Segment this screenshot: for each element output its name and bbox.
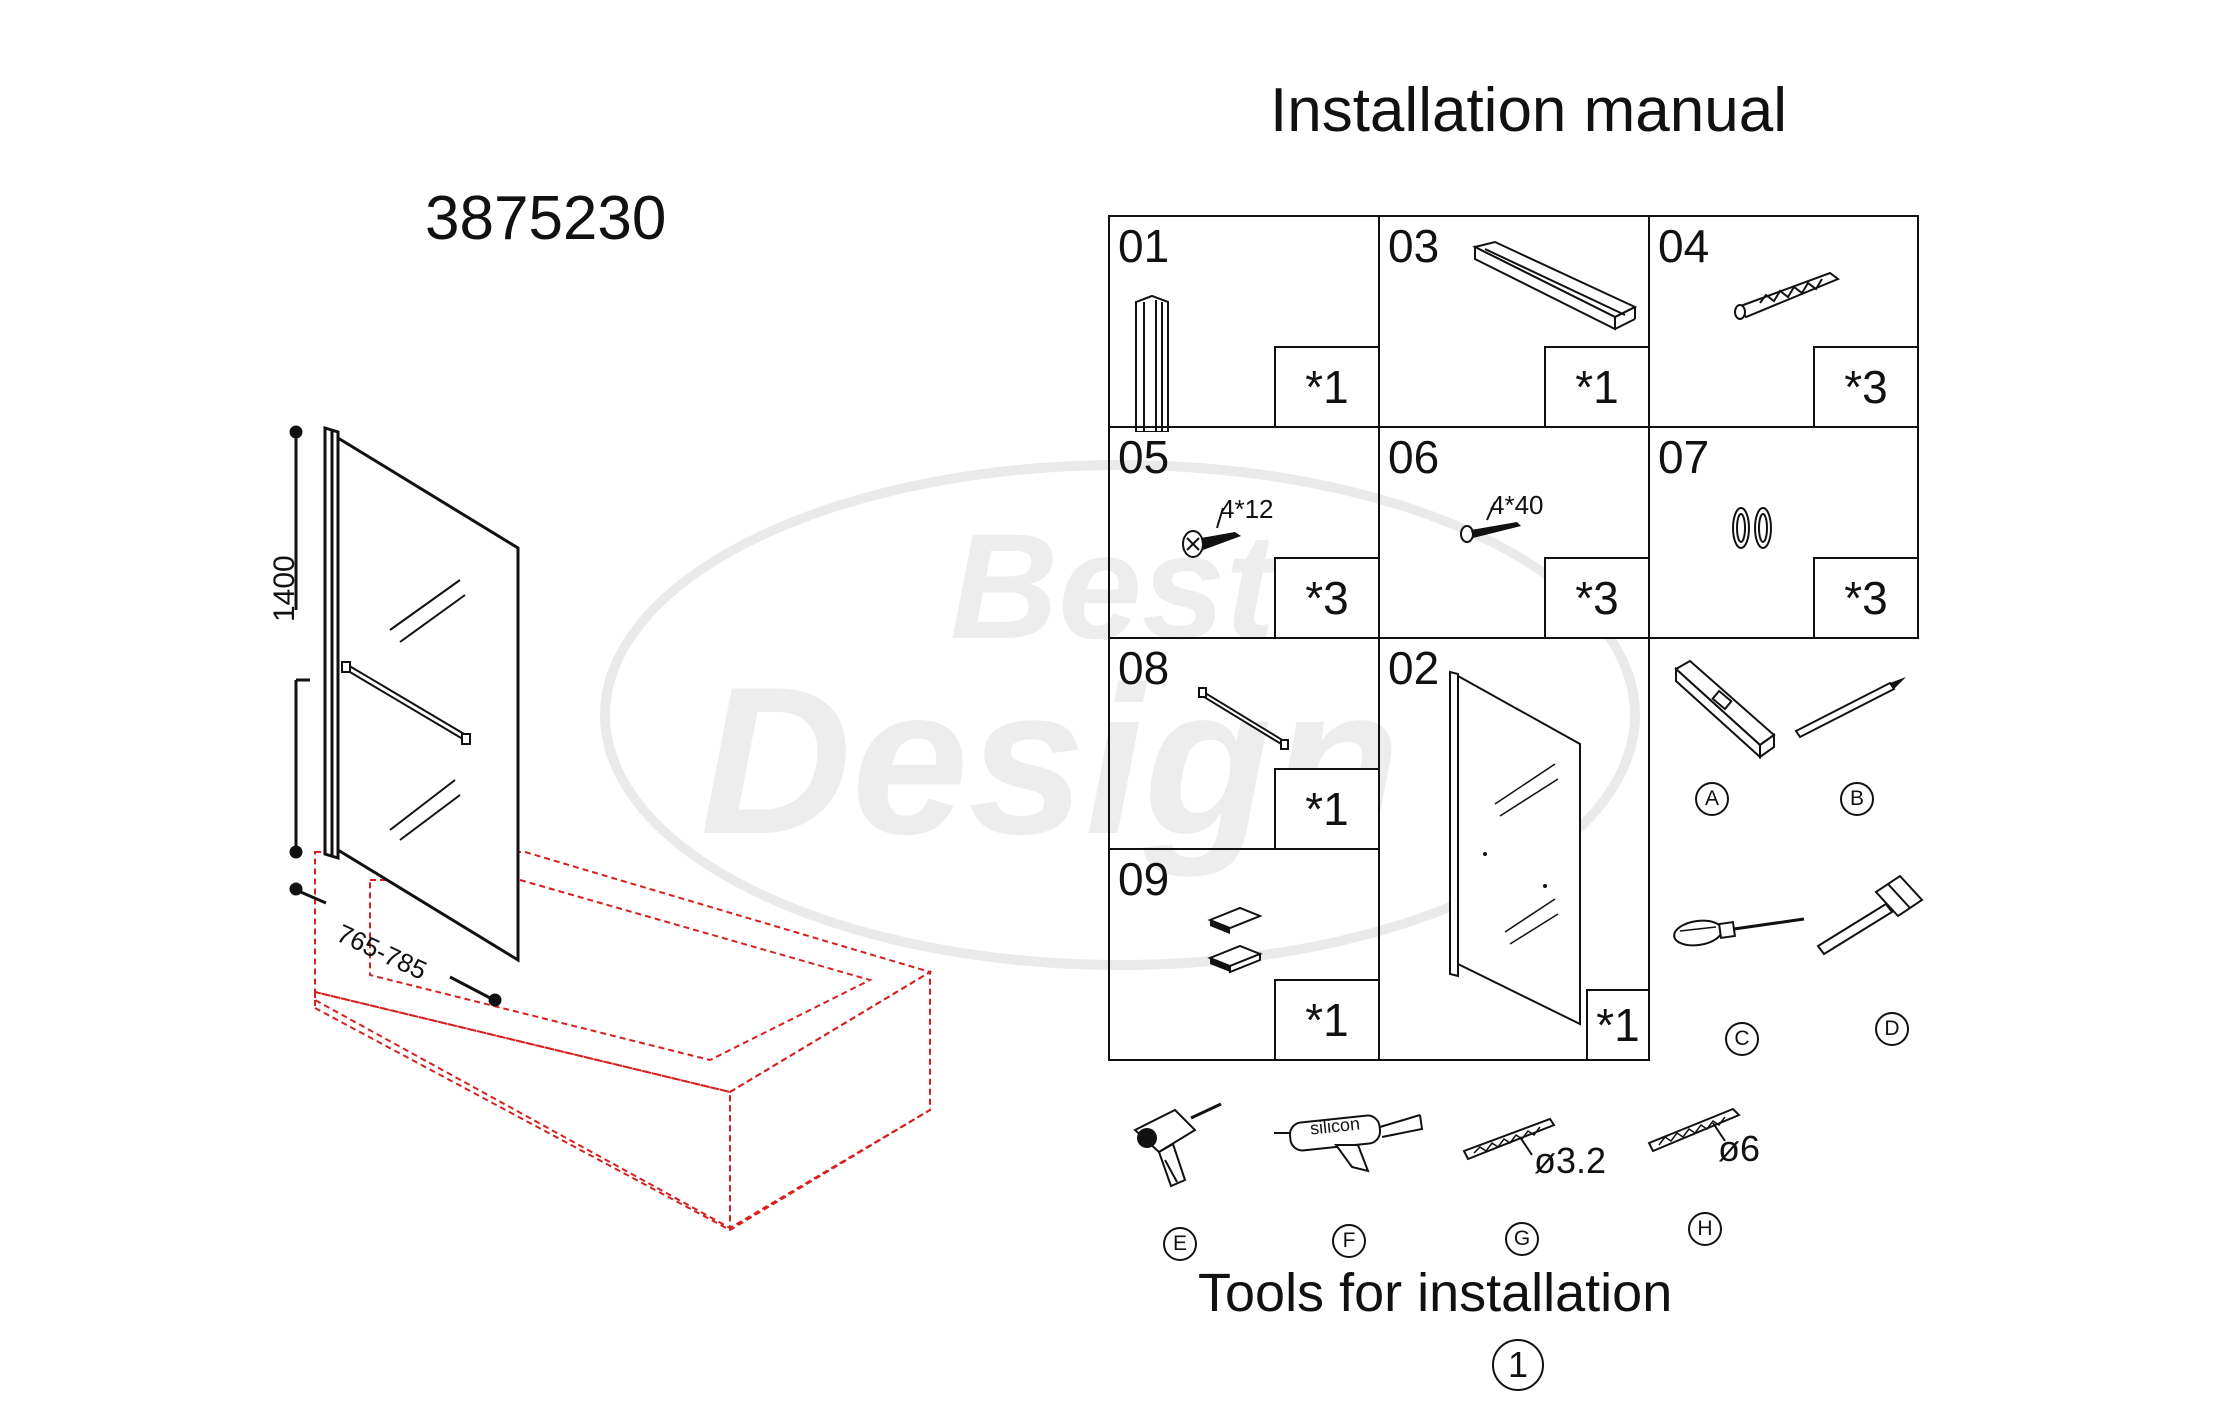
part-quantity: *3 [1813, 346, 1919, 428]
end-caps-icon [1207, 906, 1263, 974]
part-cell-02: 02 *1 [1378, 637, 1650, 1061]
part-cell-03: 03 *1 [1378, 215, 1650, 428]
parts-grid: 01 *1 03 *1 04 *3 05 [1108, 215, 1919, 1065]
drill-bit-size-label: ø3.2 [1534, 1140, 1607, 1181]
part-number: 04 [1658, 220, 1710, 272]
part-number: 07 [1658, 431, 1710, 483]
spirit-level-icon [1674, 659, 1776, 760]
screw-icon [1182, 507, 1241, 558]
drill-bit-large-icon [1647, 1107, 1741, 1153]
hammer-icon [1816, 874, 1924, 956]
drill-bit-small-icon [1462, 1117, 1556, 1161]
part-number: 03 [1388, 220, 1440, 272]
part-quantity: *3 [1274, 557, 1380, 639]
width-dimension [289, 882, 502, 1007]
wall-profile [323, 425, 340, 861]
tool-letter-e: E [1163, 1227, 1197, 1261]
glass-panel-icon [1449, 670, 1581, 1026]
part-cell-06: 06 4*40 *3 [1378, 426, 1650, 639]
tool-letter-c: C [1725, 1022, 1759, 1056]
screw-size-label: 4*40 [1490, 490, 1544, 520]
part-quantity: *1 [1544, 346, 1650, 428]
part-cell-08: 08 *1 [1108, 637, 1380, 850]
tool-letter-d: D [1875, 1012, 1909, 1046]
part-quantity: *3 [1813, 557, 1919, 639]
wall-plug-icon [1734, 271, 1841, 320]
part-quantity: *1 [1586, 989, 1650, 1061]
tool-letter-b: B [1840, 782, 1874, 816]
drill-bit-size-label: ø6 [1718, 1128, 1761, 1169]
wall-channel-icon [1472, 240, 1638, 331]
part-quantity: *1 [1274, 346, 1380, 428]
part-cell-05: 05 4*12 *3 [1108, 426, 1380, 639]
part-quantity: *1 [1274, 768, 1380, 850]
tool-letter-h: H [1688, 1212, 1722, 1246]
part-number: 06 [1388, 431, 1440, 483]
model-number: 3875230 [425, 184, 667, 253]
cap-ring-icon [1732, 507, 1772, 549]
height-dimension-label: 1400 [268, 555, 301, 622]
tool-letter-f: F [1332, 1224, 1366, 1258]
glass-panel [336, 435, 520, 963]
drill-icon [1133, 1102, 1222, 1188]
height-dimension [289, 425, 310, 859]
part-cell-09: 09 *1 [1108, 848, 1380, 1061]
bath-screen-illustration [289, 425, 933, 1232]
silicone-gun-icon [1274, 1114, 1424, 1173]
tools-section-title: Tools for installation [1198, 1263, 1673, 1323]
part-number: 02 [1388, 642, 1440, 694]
part-quantity: *1 [1274, 979, 1380, 1061]
tool-letter-a: A [1695, 782, 1729, 816]
part-cell-01: 01 *1 [1108, 215, 1380, 432]
screwdriver-icon [1673, 917, 1805, 947]
part-number: 08 [1118, 642, 1170, 694]
wall-profile-icon [1135, 294, 1169, 432]
screw-size-label: 4*12 [1220, 494, 1274, 524]
part-cell-04: 04 *3 [1648, 215, 1919, 428]
part-cell-07: 07 *3 [1648, 426, 1919, 639]
towel-bar-icon [1198, 687, 1289, 750]
part-number: 05 [1118, 431, 1170, 483]
part-number: 01 [1118, 220, 1170, 272]
page-number: 1 [1492, 1339, 1544, 1391]
pencil-icon [1794, 677, 1906, 739]
part-quantity: *3 [1544, 557, 1650, 639]
bathtub-outline [314, 851, 933, 1232]
long-screw-icon [1460, 501, 1521, 543]
tool-letter-g: G [1505, 1222, 1539, 1256]
part-number: 09 [1118, 853, 1170, 905]
page-title: Installation manual [1270, 76, 1787, 145]
